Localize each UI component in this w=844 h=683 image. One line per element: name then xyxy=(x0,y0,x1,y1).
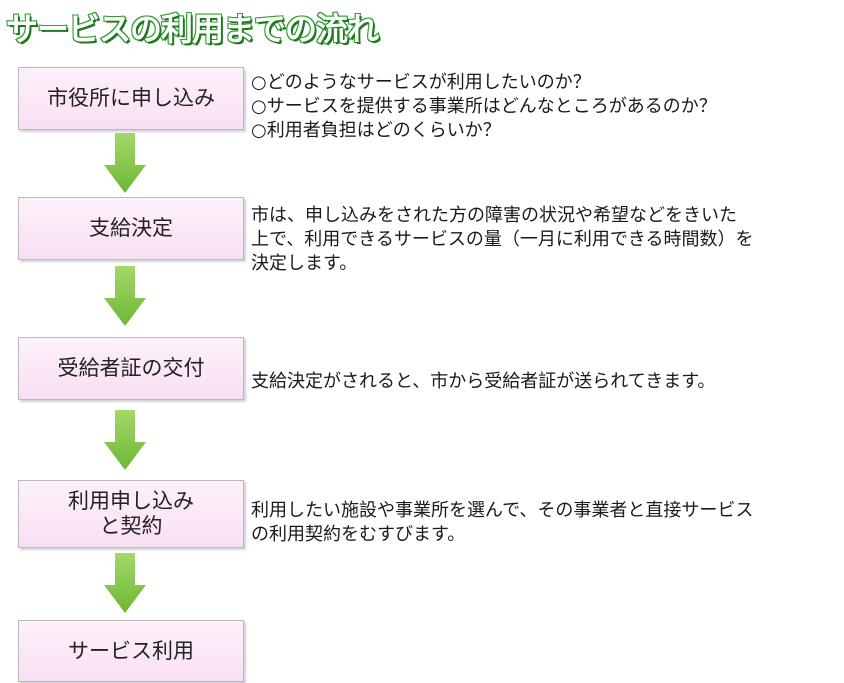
step-label: 利用申し込み と契約 xyxy=(68,489,194,538)
down-arrow-icon xyxy=(104,133,146,193)
step-description-certificate: 支給決定がされると、市から受給者証が送られてきます。 xyxy=(251,371,716,392)
step-label: 支給決定 xyxy=(89,216,173,240)
step-description-apply: ○どのようなサービスが利用したいのか？ ○サービスを提供する事業所はどんなところ… xyxy=(251,72,717,141)
down-arrow-icon xyxy=(104,553,146,613)
step-label: 受給者証の交付 xyxy=(57,356,205,380)
step-box-contract: 利用申し込み と契約 xyxy=(18,480,244,548)
step-box-certificate: 受給者証の交付 xyxy=(18,337,244,400)
step-description-decision: 市は、申し込みをされた方の障害の状況や希望などをきいた 上で、利用できるサービス… xyxy=(251,205,754,274)
step-label: サービス利用 xyxy=(68,638,194,663)
page-title: サービスの利用までの流れ xyxy=(5,9,380,49)
down-arrow-icon xyxy=(104,410,146,470)
step-description-contract: 利用したい施設や事業所を選んで、その事業者と直接サービス の利用契約をむすびます… xyxy=(251,500,754,545)
step-box-service-use: サービス利用 xyxy=(18,620,244,682)
down-arrow-icon xyxy=(104,266,146,326)
step-label: 市役所に申し込み xyxy=(47,86,215,110)
step-box-decision: 支給決定 xyxy=(18,197,244,260)
step-box-apply: 市役所に申し込み xyxy=(18,67,244,130)
